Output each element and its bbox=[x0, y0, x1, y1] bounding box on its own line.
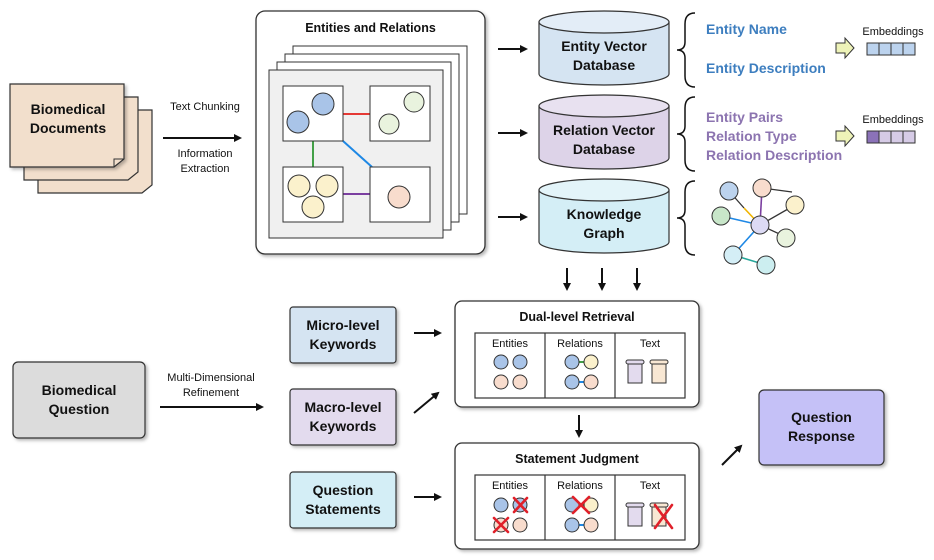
response-box bbox=[758, 389, 885, 466]
macro-box bbox=[289, 388, 397, 446]
relation-attr-type: Relation Type bbox=[706, 128, 797, 144]
macro-keywords-label: Macro-level Keywords bbox=[304, 399, 382, 434]
embed-arrow-2 bbox=[835, 124, 855, 148]
reject-cross-marks bbox=[492, 495, 674, 534]
micro-keywords-label: Micro-level Keywords bbox=[306, 317, 380, 352]
refinement-label-1: Multi-Dimensional bbox=[167, 372, 255, 384]
micro-box bbox=[289, 306, 397, 364]
graph-db-label: Knowledge Graph bbox=[566, 206, 642, 241]
documents-label: Biomedical Documents bbox=[29, 101, 107, 136]
entity-brace bbox=[676, 12, 696, 88]
entity-attr-description: Entity Description bbox=[706, 60, 826, 76]
judgment-col-entities: Entities bbox=[491, 480, 529, 492]
judgment-title: Statement Judgment bbox=[515, 452, 639, 466]
relation-db-label: Relation Vector Database bbox=[553, 122, 655, 157]
entity-embedding-vector bbox=[866, 42, 916, 56]
judgment-col-text: Text bbox=[639, 480, 661, 492]
chunking-label-1: Text Chunking bbox=[170, 101, 240, 113]
refinement-label-2: Refinement bbox=[182, 387, 240, 399]
retrieval-col-relations: Relations bbox=[557, 338, 603, 350]
entity-db-cylinder bbox=[538, 10, 670, 86]
knowledge-graph-network bbox=[711, 178, 805, 275]
retrieval-panel bbox=[454, 300, 700, 408]
entity-db-label: Entity Vector Database bbox=[561, 38, 647, 73]
question-box bbox=[12, 361, 146, 439]
graph-brace bbox=[676, 180, 696, 256]
statements-box bbox=[289, 471, 397, 529]
judgment-col-relations: Relations bbox=[557, 480, 603, 492]
entities-relations-panel bbox=[255, 10, 486, 255]
embeddings-label-2: Embeddings bbox=[862, 114, 924, 126]
question-label: Biomedical Question bbox=[41, 382, 117, 417]
relation-brace bbox=[676, 96, 696, 172]
retrieval-col-text: Text bbox=[639, 338, 661, 350]
relation-attr-pairs: Entity Pairs bbox=[706, 109, 784, 125]
relation-embedding-vector bbox=[866, 130, 916, 144]
relation-attr-description: Relation Description bbox=[706, 147, 843, 163]
retrieval-col-entities: Entities bbox=[491, 338, 529, 350]
question-statements-label: Question Statements bbox=[305, 482, 381, 517]
entities-panel-title: Entities and Relations bbox=[305, 21, 436, 35]
response-label: Question Response bbox=[788, 409, 855, 444]
retrieval-title: Dual-level Retrieval bbox=[519, 310, 635, 324]
embeddings-label-1: Embeddings bbox=[862, 26, 924, 38]
graph-db-cylinder bbox=[538, 178, 670, 254]
relation-db-cylinder bbox=[538, 94, 670, 170]
chunking-label-2: Information Extraction bbox=[177, 148, 233, 175]
entity-attr-name: Entity Name bbox=[706, 21, 787, 37]
documents-stack bbox=[9, 83, 153, 194]
embed-arrow-1 bbox=[835, 36, 855, 60]
